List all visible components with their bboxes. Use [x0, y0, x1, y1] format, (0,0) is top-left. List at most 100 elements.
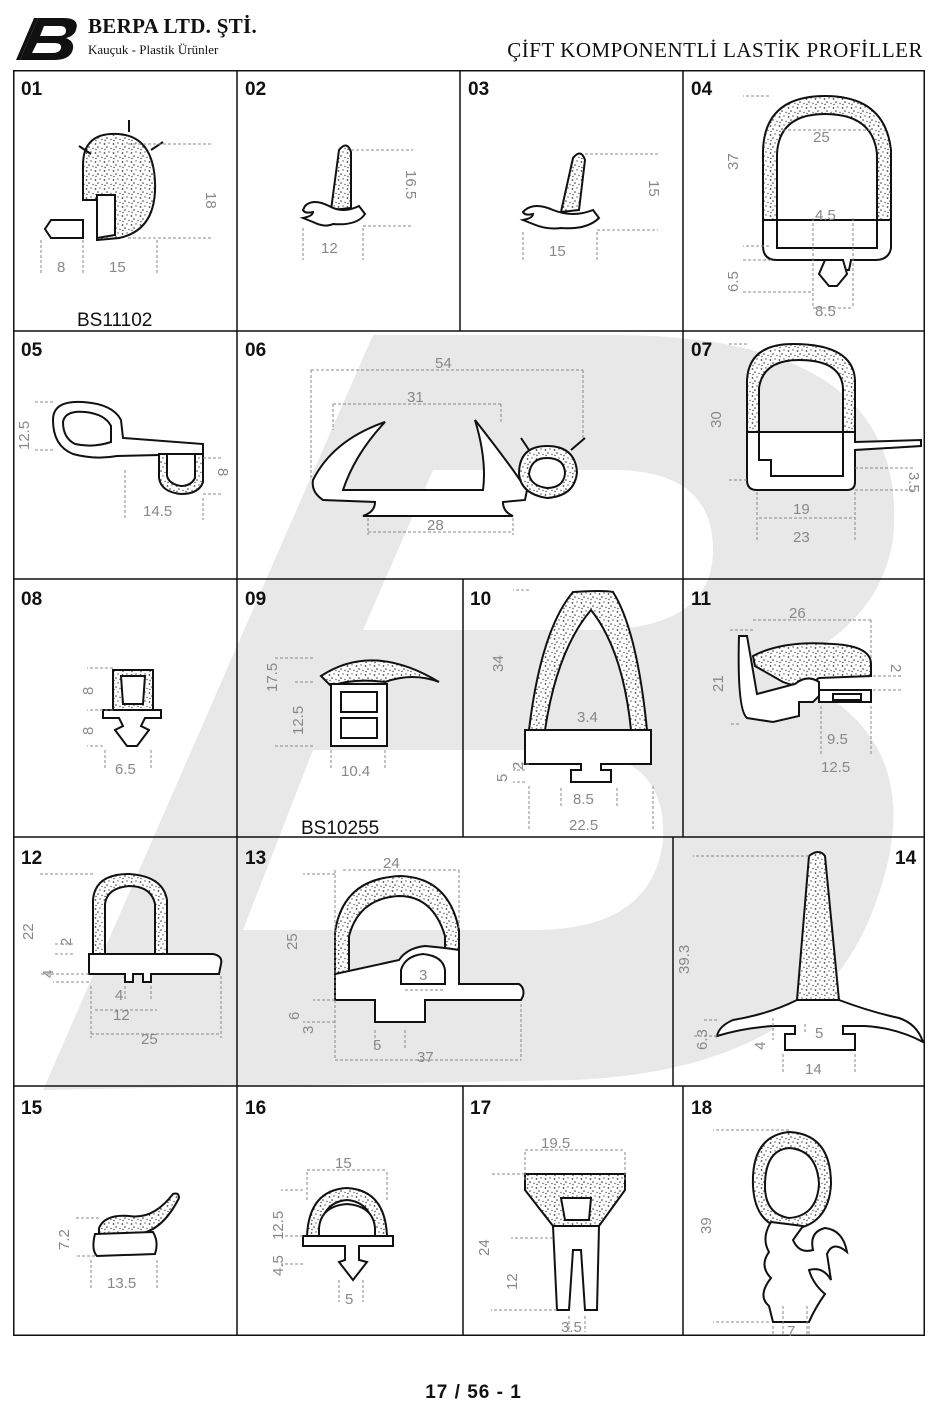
dim: 6.5: [725, 271, 742, 292]
cell-number: 02: [245, 79, 266, 100]
dim: 24: [476, 1239, 493, 1256]
dim: 6.5: [115, 761, 136, 778]
dim: 19.5: [541, 1135, 570, 1152]
dim: 10.4: [341, 763, 370, 780]
cell-number: 03: [468, 79, 489, 100]
profile-rigid: [302, 1235, 394, 1282]
watermark-logo: [43, 335, 895, 1090]
dim: 5: [494, 774, 511, 782]
dim: 8.5: [815, 303, 836, 320]
cell-number: 16: [245, 1098, 266, 1119]
dim: 17.5: [264, 663, 281, 692]
dim: 22: [20, 923, 37, 940]
profile-foam: [82, 132, 157, 242]
dim: 6.3: [694, 1029, 711, 1050]
cell-07: 07 30 3.5 19 23: [691, 340, 922, 546]
dim: 26: [789, 605, 806, 622]
brand-tagline: Kauçuk - Plastik Ürünler: [88, 42, 219, 57]
profile-foam: [319, 659, 440, 688]
dim: 18: [202, 192, 219, 209]
dim: 13.5: [107, 1275, 136, 1292]
cell-number: 14: [895, 848, 917, 869]
profile-rigid: [551, 1225, 601, 1311]
dim: 15: [645, 180, 662, 197]
page-title: ÇİFT KOMPONENTLİ LASTİK PROFİLLER: [507, 38, 923, 62]
dim: 9.5: [827, 731, 848, 748]
profile-catalog-grid: 01 18 8 15 BS11102 02 16.5 12 03 15 15 0…: [13, 70, 925, 1336]
cell-number: 01: [21, 79, 43, 100]
dim: 15: [335, 1155, 352, 1172]
brand-name: BERPA LTD. ŞTİ.: [88, 14, 258, 38]
cell-17: 17 19.5 24 12 3.5: [470, 1098, 626, 1336]
dim: 7: [787, 1323, 795, 1336]
profile-rigid: [524, 729, 652, 783]
dim: 15: [549, 243, 566, 260]
dim: 8: [214, 468, 231, 476]
profile-rigid: [762, 1220, 849, 1323]
cell-18: 18 39 7 15: [691, 1098, 849, 1336]
dim: 4: [40, 970, 57, 978]
cell-11: 11 26 21 2 9.5 12.5: [691, 589, 904, 776]
dim: 6: [286, 1012, 303, 1020]
dim: 12: [321, 240, 338, 257]
profile-rigid: [102, 709, 162, 747]
cell-number: 05: [21, 340, 43, 361]
profile-foam: [329, 144, 352, 212]
profile-rigid: [88, 953, 223, 983]
cell-number: 11: [691, 589, 712, 610]
cell-number: 10: [470, 589, 491, 610]
profile-rigid: [43, 194, 116, 240]
cell-16: 16 15 12.5 4.5 5: [245, 1098, 394, 1308]
dim: 12.5: [270, 1211, 287, 1240]
dim: 2: [510, 762, 527, 770]
dim: 37: [417, 1049, 434, 1066]
cell-number: 08: [21, 589, 42, 610]
profile-rigid: [519, 205, 601, 230]
dim: 14: [805, 1061, 822, 1078]
profile-foam: [762, 94, 892, 221]
dim: 23: [793, 529, 810, 546]
cell-02: 02 16.5 12: [245, 79, 419, 260]
cell-number: 13: [245, 848, 266, 869]
profile-rigid: [92, 1230, 158, 1258]
dim: 4.5: [815, 207, 836, 224]
dim: 12: [504, 1273, 521, 1290]
dim: 25: [813, 129, 830, 146]
cell-09: 09 17.5 12.5 10.4 BS10255: [245, 589, 440, 839]
cell-number: 04: [691, 79, 713, 100]
dim: 3: [419, 967, 427, 984]
dim: 12.5: [16, 421, 33, 450]
dim: 14.5: [143, 503, 172, 520]
dim: 30: [708, 411, 725, 428]
dim: 16.5: [402, 170, 419, 199]
dim: 3.4: [577, 709, 598, 726]
dim: 15: [109, 259, 126, 276]
dim: 3.5: [561, 1319, 582, 1336]
cell-14: 14 39.3 6.3 4 5 14: [676, 848, 925, 1078]
dim: 12: [113, 1007, 130, 1024]
cell-number: 06: [245, 340, 266, 361]
profile-rigid: [311, 419, 529, 517]
cell-number: 17: [470, 1098, 491, 1119]
profile-code: BS11102: [77, 310, 152, 331]
cell-15: 15 7.2 13.5: [21, 1098, 181, 1292]
cell-13: 13 24 25 3 6 3 5 37: [245, 848, 525, 1066]
cell-05: 05 12.5 8 14.5: [16, 340, 231, 520]
dim: 8: [80, 687, 97, 695]
dim: 24: [383, 855, 400, 872]
dim: 2: [58, 938, 75, 946]
dim: 25: [284, 933, 301, 950]
profile-rigid: [715, 999, 925, 1051]
dim: 4: [115, 987, 123, 1004]
cell-06: 06 54 31 28: [245, 340, 586, 535]
cell-number: 15: [21, 1098, 43, 1119]
dim: 31: [407, 389, 424, 406]
dim: 8: [57, 259, 65, 276]
dim: 12.5: [821, 759, 850, 776]
dim: 54: [435, 355, 452, 372]
dim: 4: [752, 1042, 769, 1050]
cell-12: 12 22 2 4 4 12 25: [20, 848, 223, 1048]
profile-rigid: [737, 635, 820, 724]
dim: 8.5: [573, 791, 594, 808]
dim: 8: [80, 727, 97, 735]
